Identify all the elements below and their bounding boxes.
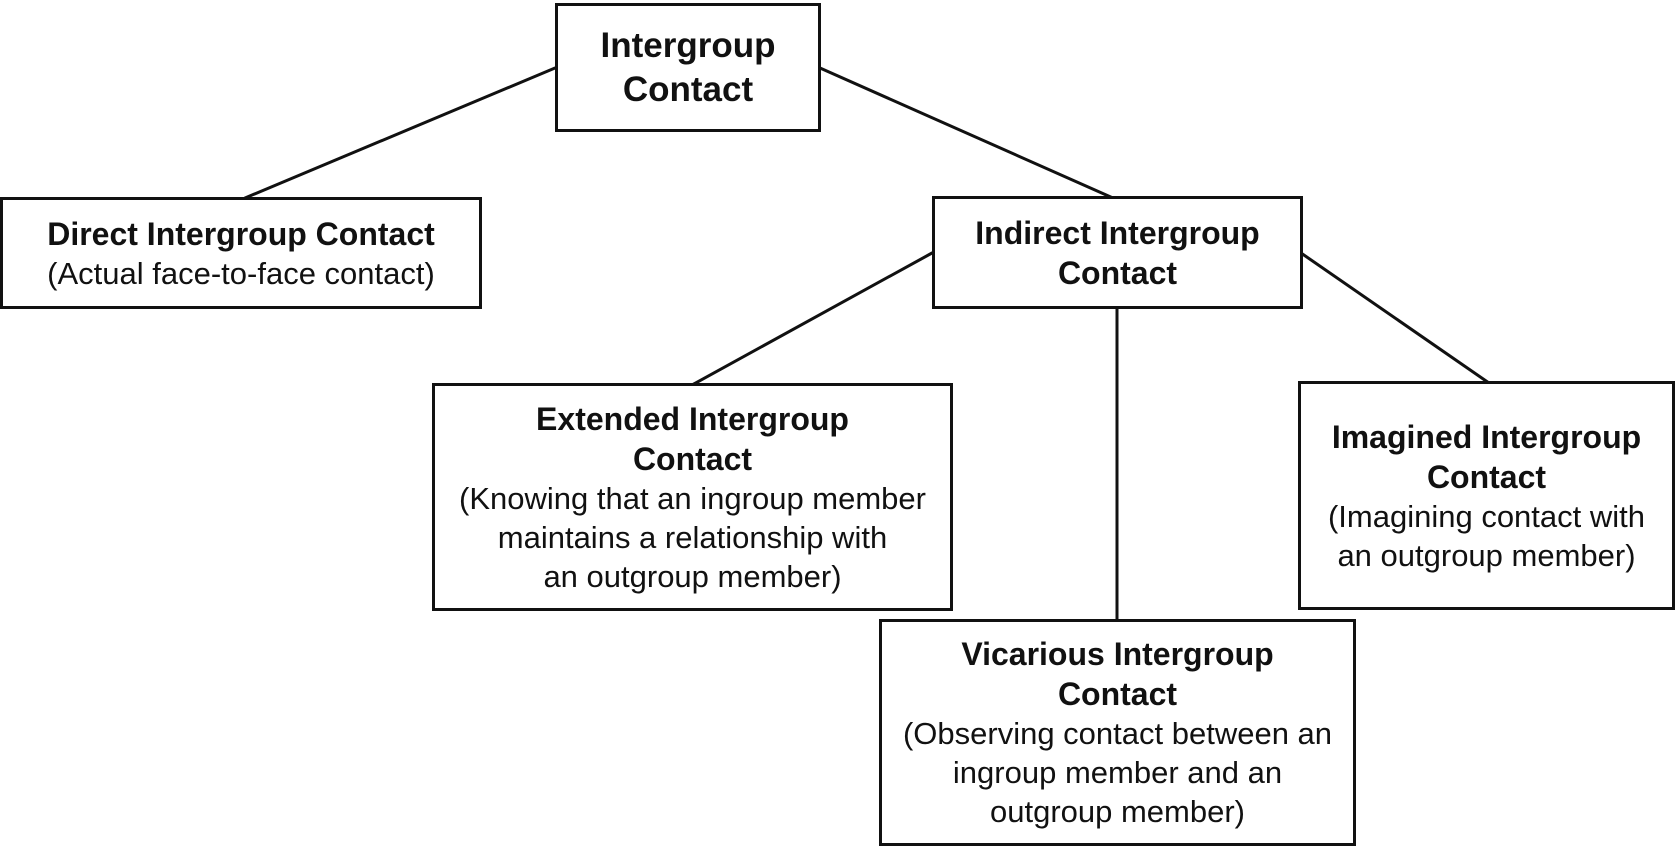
description-line: ingroup member and an	[952, 755, 1283, 790]
description-line: (Actual face-to-face contact)	[47, 255, 435, 291]
title-line: Contact	[622, 69, 754, 109]
title-line: Intergroup	[600, 25, 776, 65]
node-vicarious-title: Vicarious Intergroup Contact	[961, 634, 1273, 714]
edge-root-to-direct	[243, 66, 557, 200]
description-line: an outgroup member)	[1337, 537, 1636, 573]
node-extended-intergroup-contact: Extended Intergroup Contact (Knowing tha…	[432, 383, 953, 611]
node-vicarious-intergroup-contact: Vicarious Intergroup Contact (Observing …	[879, 619, 1356, 846]
node-extended-description: (Knowing that an ingroup member maintain…	[459, 479, 926, 596]
edge-root-to-indirect	[818, 66, 1115, 200]
node-imagined-description: (Imagining contact with an outgroup memb…	[1328, 497, 1645, 575]
node-indirect-intergroup-contact: Indirect Intergroup Contact	[932, 196, 1303, 309]
node-indirect-title: Indirect Intergroup Contact	[975, 213, 1259, 293]
description-line: an outgroup member)	[543, 558, 842, 594]
description-line: (Imagining contact with	[1327, 498, 1646, 534]
description-line: (Observing contact between an	[902, 716, 1333, 751]
description-line: (Knowing that an ingroup member	[459, 480, 926, 516]
node-extended-title: Extended Intergroup Contact	[536, 399, 849, 479]
title-line: Contact	[632, 440, 753, 477]
edge-indirect-to-extended	[690, 251, 934, 387]
node-direct-title: Direct Intergroup Contact	[47, 214, 435, 254]
node-intergroup-contact: Intergroup Contact	[555, 3, 821, 132]
title-line: Extended Intergroup	[536, 400, 849, 437]
node-direct-intergroup-contact: Direct Intergroup Contact (Actual face-t…	[0, 197, 482, 309]
title-line: Contact	[1057, 254, 1178, 291]
node-vicarious-description: (Observing contact between an ingroup me…	[903, 714, 1332, 831]
title-line: Contact	[1426, 458, 1547, 495]
title-line: Direct Intergroup Contact	[47, 215, 435, 252]
node-intergroup-contact-title: Intergroup Contact	[601, 24, 776, 112]
description-line: maintains a relationship with	[497, 519, 888, 555]
title-line: Vicarious Intergroup	[961, 636, 1274, 672]
title-line: Contact	[1057, 676, 1178, 712]
node-imagined-intergroup-contact: Imagined Intergroup Contact (Imagining c…	[1298, 381, 1675, 610]
node-direct-description: (Actual face-to-face contact)	[47, 254, 435, 293]
node-imagined-title: Imagined Intergroup Contact	[1332, 417, 1641, 497]
title-line: Imagined Intergroup	[1331, 418, 1642, 455]
description-line: outgroup member)	[989, 794, 1245, 829]
title-line: Indirect Intergroup	[975, 214, 1260, 251]
edge-indirect-to-imagined	[1299, 251, 1491, 385]
